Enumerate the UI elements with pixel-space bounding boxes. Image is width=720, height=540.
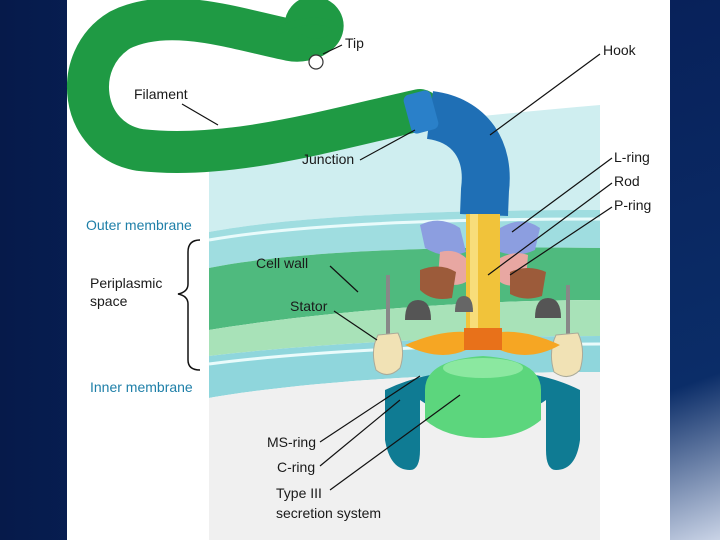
label-hook: Hook [603, 42, 637, 58]
rod-highlight [470, 214, 478, 332]
label-l-ring: L-ring [614, 149, 650, 165]
label-tip: Tip [345, 35, 364, 51]
tip-marker [308, 54, 324, 70]
label-inner-membrane: Inner membrane [90, 379, 193, 395]
membrane-line-1 [208, 217, 601, 242]
stator-pegs [405, 296, 561, 320]
label-ms-ring: MS-ring [267, 434, 316, 450]
brown-ring-left [420, 266, 456, 299]
filament [67, 0, 441, 173]
filament-tip-strand [276, 17, 339, 46]
type3-secretion-dome [425, 356, 541, 438]
leader-lines [181, 44, 613, 491]
label-p-ring: P-ring [614, 197, 651, 213]
brown-ring-right [510, 268, 546, 299]
label-periplasmic-1: Periplasmic [90, 275, 162, 291]
hook [425, 91, 510, 216]
inner-membrane-layer [209, 336, 600, 398]
slide-border-right [670, 0, 720, 540]
junction-ring [403, 90, 439, 134]
label-periplasmic-2: space [90, 293, 128, 309]
rod-base [464, 328, 502, 350]
label-filament: Filament [134, 86, 188, 102]
stator-right [550, 285, 584, 377]
type3-highlight [443, 358, 523, 378]
label-rod: Rod [614, 173, 640, 189]
periplasm-bracket [177, 239, 201, 371]
label-type3-1: Type III [276, 485, 322, 501]
label-outer-membrane: Outer membrane [86, 217, 192, 233]
label-type3-2: secretion system [276, 505, 381, 521]
periplasm-layer [209, 300, 600, 356]
membrane-layers [208, 105, 601, 540]
l-ring-right [500, 221, 540, 255]
label-c-ring: C-ring [277, 459, 315, 475]
label-junction: Junction [302, 151, 354, 167]
label-stator: Stator [290, 298, 328, 314]
stator-left [372, 275, 404, 375]
l-ring-left [420, 220, 466, 256]
label-cell-wall: Cell wall [256, 255, 308, 271]
outer-membrane-layer [209, 210, 600, 268]
